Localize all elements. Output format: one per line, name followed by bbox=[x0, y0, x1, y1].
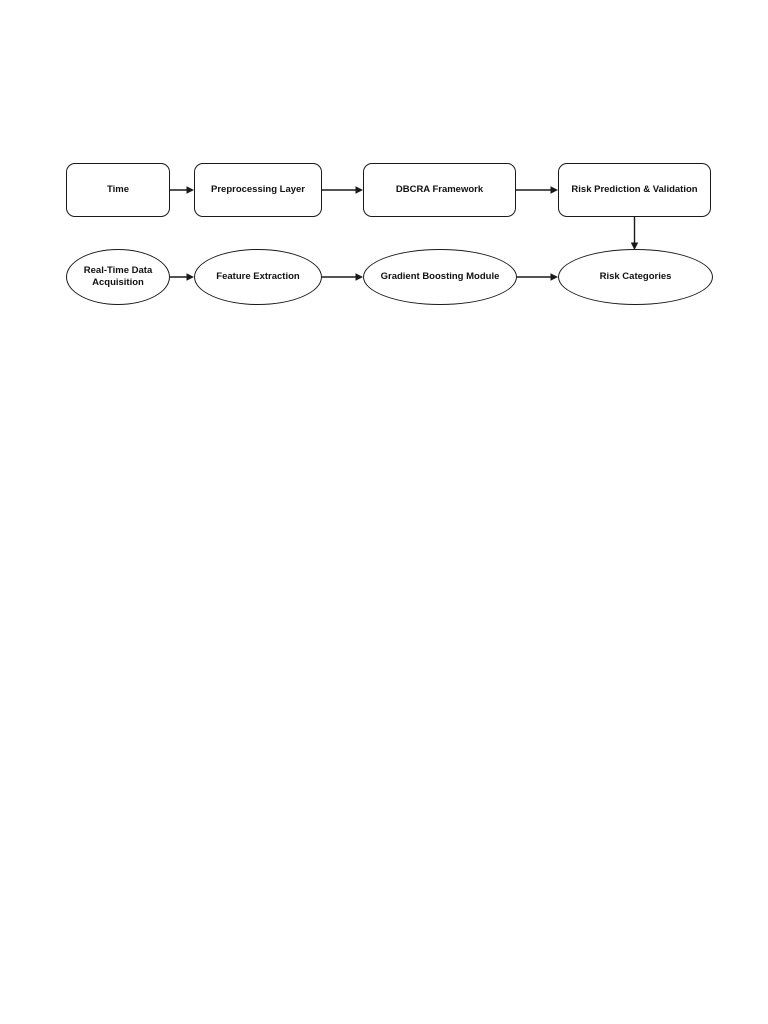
edge-gbm-to-riskcategories bbox=[517, 273, 558, 281]
node-preprocessing-layer-label: Preprocessing Layer bbox=[211, 183, 305, 195]
node-real-time-data-acquisition-label: Real-Time Data Acquisition bbox=[83, 264, 153, 288]
edge-riskprediction-to-riskcategories bbox=[630, 217, 639, 250]
edge-time-to-preprocessing bbox=[170, 186, 194, 194]
node-gradient-boosting-module: Gradient Boosting Module bbox=[363, 249, 517, 305]
node-risk-prediction-validation: Risk Prediction & Validation bbox=[558, 163, 711, 217]
edge-featureextraction-to-gbm bbox=[322, 273, 363, 281]
node-feature-extraction: Feature Extraction bbox=[194, 249, 322, 305]
node-risk-prediction-validation-label: Risk Prediction & Validation bbox=[571, 183, 698, 195]
node-risk-categories-label: Risk Categories bbox=[599, 270, 672, 282]
node-time: Time bbox=[66, 163, 170, 217]
node-gradient-boosting-module-label: Gradient Boosting Module bbox=[380, 270, 500, 282]
node-time-label: Time bbox=[106, 183, 129, 195]
edge-rtda-to-featureextraction bbox=[170, 273, 194, 281]
node-feature-extraction-label: Feature Extraction bbox=[216, 270, 300, 282]
node-dbcra-framework-label: DBCRA Framework bbox=[395, 183, 484, 195]
node-dbcra-framework: DBCRA Framework bbox=[363, 163, 516, 217]
edge-preprocessing-to-dbcra bbox=[322, 186, 363, 194]
node-real-time-data-acquisition: Real-Time Data Acquisition bbox=[66, 249, 170, 305]
node-preprocessing-layer: Preprocessing Layer bbox=[194, 163, 322, 217]
node-risk-categories: Risk Categories bbox=[558, 249, 713, 305]
edge-dbcra-to-riskprediction bbox=[516, 186, 558, 194]
